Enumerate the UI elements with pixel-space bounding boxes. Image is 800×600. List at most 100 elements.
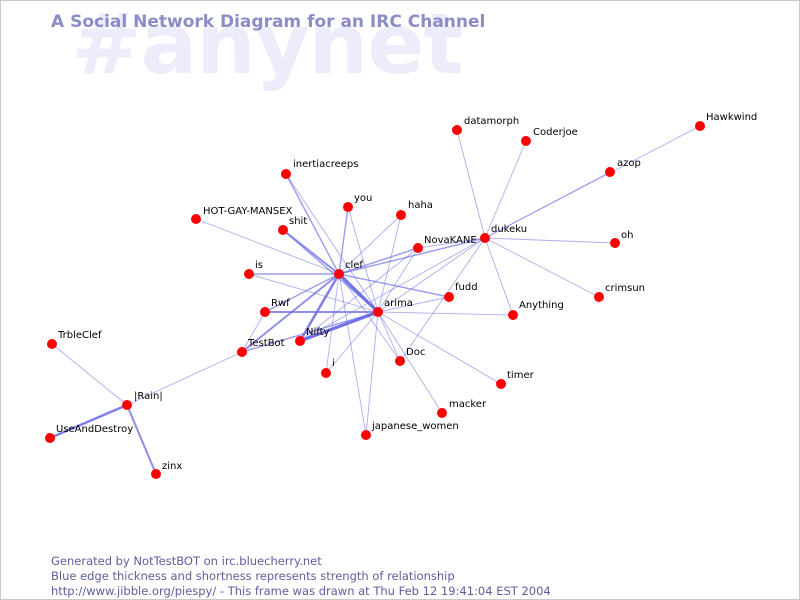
node-label: is [255, 260, 263, 271]
node-dot [444, 292, 454, 302]
node-dot [47, 339, 57, 349]
node-dot [395, 356, 405, 366]
edge-clef-hot-gay-mansex [195, 218, 340, 275]
node-label: shit [289, 216, 307, 227]
node-label: inertiacreeps [293, 159, 358, 170]
node-timer: timer [496, 370, 535, 389]
edge-clef-i [325, 273, 340, 374]
edge-arima-japanese-women [365, 311, 379, 436]
edge-clef-fudd [338, 273, 450, 298]
node-label: |Rain| [134, 391, 163, 402]
node-dot [373, 307, 383, 317]
node-coderjoe: Coderjoe [521, 127, 578, 146]
node-dot [45, 433, 55, 443]
node-nifty: Nifty [295, 327, 330, 346]
edge-arima-i [325, 311, 379, 374]
node-datamorph: datamorph [452, 116, 519, 135]
footer-legend-note: Blue edge thickness and shortness repres… [51, 569, 455, 583]
edge-testbot-rain [126, 351, 243, 406]
node-dot [594, 292, 604, 302]
node-label: Hawkwind [706, 112, 757, 123]
node-dot [278, 225, 288, 235]
edge-arima-shit [282, 229, 379, 313]
edge-clef-haha [338, 214, 402, 275]
edge-arima-novakane [377, 247, 419, 313]
node-dot [244, 269, 254, 279]
node-dot [191, 214, 201, 224]
node-label: azop [617, 158, 641, 169]
edge-clef-rwf [264, 273, 340, 313]
node-dot [508, 310, 518, 320]
node-novakane: NovaKANE [413, 235, 477, 253]
node-testbot: TestBot [237, 338, 285, 357]
node-label: zinx [162, 461, 182, 472]
node-clef: clef [334, 260, 363, 279]
node-label: datamorph [464, 116, 519, 127]
node-crimsun: crimsun [594, 283, 645, 302]
edge-arima-doc [377, 311, 401, 362]
edge-novakane-nifty [299, 247, 419, 342]
edge-dukeku-nifty [299, 237, 486, 342]
node-is: is [244, 260, 263, 279]
edge-dukeku-anything [484, 237, 514, 316]
node-label: TestBot [247, 338, 285, 349]
node-label: Coderjoe [533, 127, 578, 138]
node-label: Rwf [271, 298, 290, 309]
node-dot [396, 210, 406, 220]
node-label: macker [449, 399, 487, 410]
edge-clef-testbot [241, 273, 340, 353]
node-label: Doc [406, 347, 425, 358]
edge-clef-dukeku [338, 237, 486, 275]
edge-arima-anything [377, 311, 514, 316]
edge-arima-fudd [377, 296, 450, 313]
node-oh: oh [610, 230, 633, 248]
node-dot [413, 243, 423, 253]
edge-arima-dukeku [377, 237, 486, 313]
node-trbleclef: TrbleClef [47, 330, 102, 349]
edge-arima-you [347, 206, 379, 313]
node-label: timer [507, 370, 535, 381]
edge-arima-macker [377, 311, 443, 414]
edge-dukeku-coderjoe [484, 140, 527, 239]
node-dot [452, 125, 462, 135]
node-japanese-women: japanese_women [361, 421, 459, 440]
edge-clef-inertiacreeps [285, 173, 340, 275]
node-dot [480, 233, 490, 243]
node-label: oh [621, 230, 633, 241]
node-dot [151, 469, 161, 479]
node-label: UseAndDestroy [56, 424, 133, 435]
node-hawkwind: Hawkwind [695, 112, 757, 131]
edge-clef-you [338, 206, 349, 275]
node-label: japanese_women [371, 421, 459, 432]
node-dot [295, 336, 305, 346]
node-you: you [343, 193, 372, 212]
edge-dukeku-doc [399, 237, 486, 362]
footer: Generated by NotTestBOT on irc.bluecherr… [51, 554, 551, 599]
node-label: i [332, 358, 335, 369]
footer-frame-info: http://www.jibble.org/piespy/ - This fra… [51, 584, 551, 598]
edge-clef-japanese-women [338, 273, 367, 436]
node-macker: macker [437, 399, 487, 418]
node-label: crimsun [605, 283, 645, 294]
node-label: dukeku [491, 224, 527, 235]
node-label: TrbleClef [57, 330, 102, 341]
node-dot [695, 121, 705, 131]
edge-rain-useanddestroy [48, 403, 129, 440]
node-dot [281, 169, 291, 179]
node-anything: Anything [508, 300, 564, 320]
edge-dukeku-azop [484, 171, 611, 239]
node-label: Anything [519, 300, 564, 311]
diagram-title: A Social Network Diagram for an IRC Chan… [51, 12, 486, 32]
node-dot [237, 347, 247, 357]
edge-dukeku-oh [484, 237, 616, 244]
node-dot [521, 136, 531, 146]
node-label: fudd [455, 282, 478, 293]
edge-dukeku-datamorph [456, 129, 486, 239]
node-dot [260, 307, 270, 317]
footer-generated-by: Generated by NotTestBOT on irc.bluecherr… [51, 554, 322, 568]
node-dot [496, 379, 506, 389]
edge-clef-doc [338, 273, 401, 362]
